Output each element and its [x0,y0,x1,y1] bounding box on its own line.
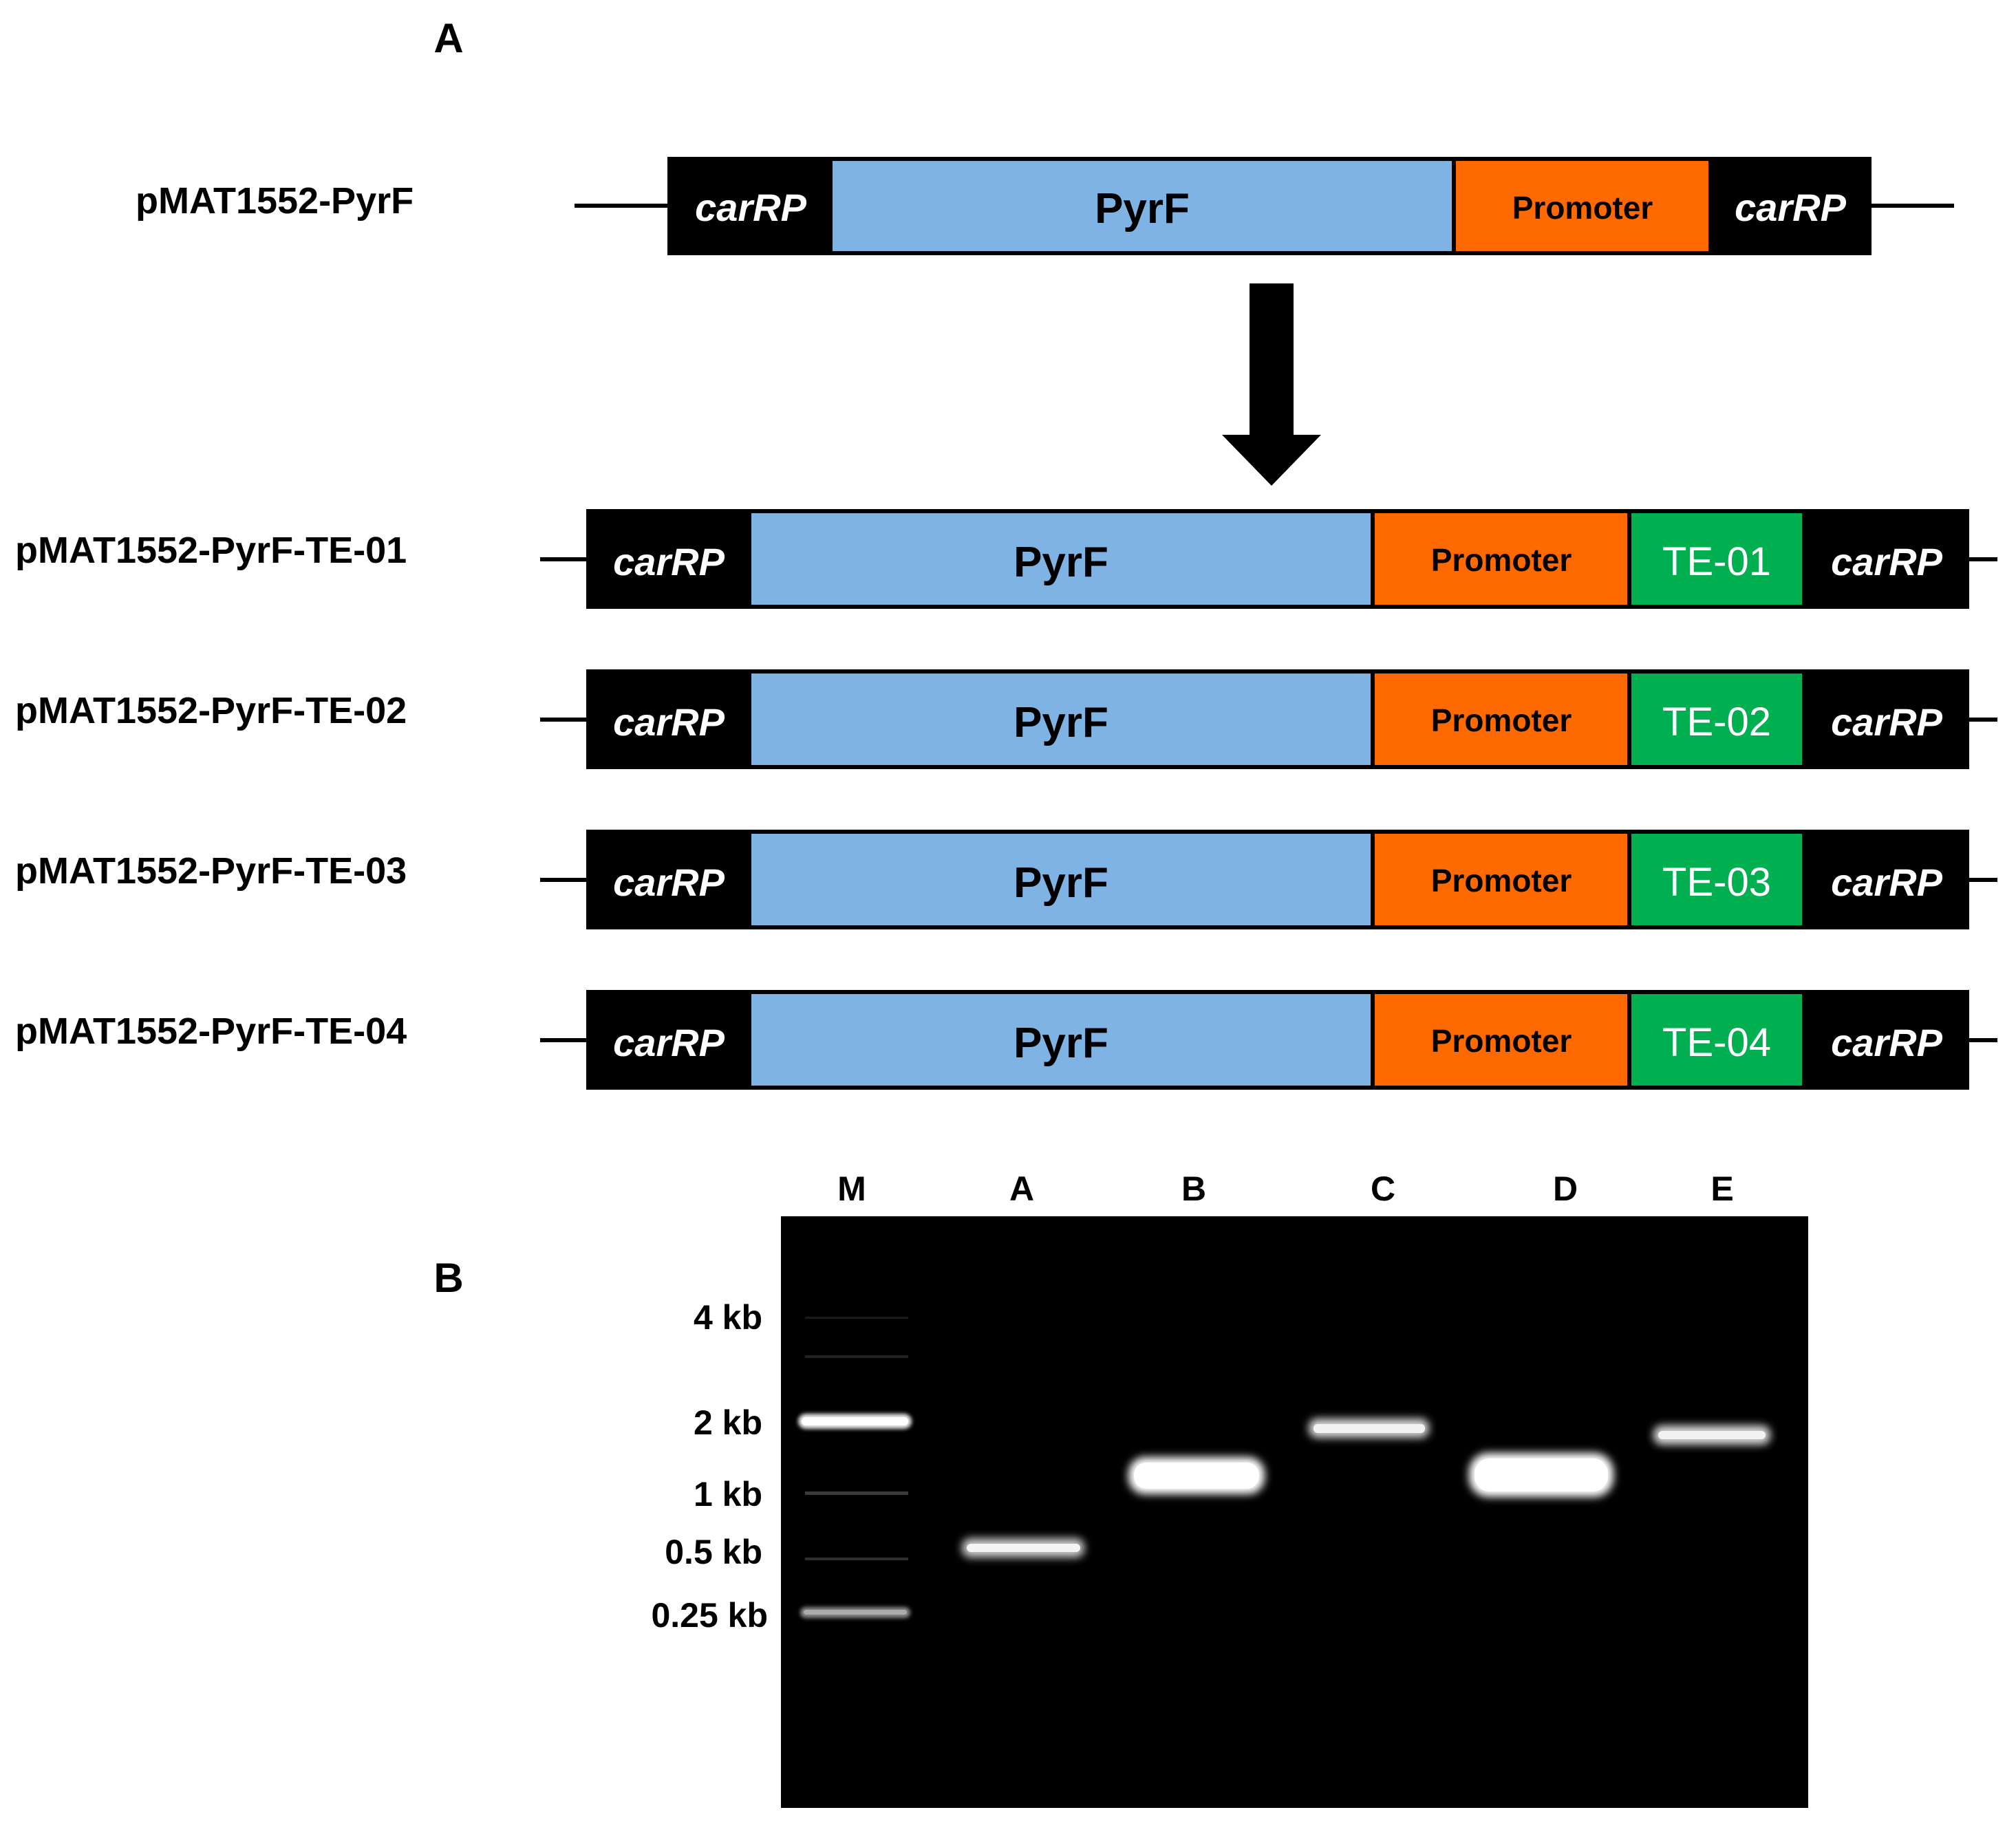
promoter-segment [1375,994,1627,1086]
carrp-left-label: carRP [613,1021,725,1064]
construct-te-02: pMAT1552-PyrF-TE-02 carRP PyrF Promoter … [15,669,1997,769]
lane-label-e: E [1711,1170,1733,1208]
carrp-left-label: carRP [613,700,725,744]
panel-b-label: B [433,1255,463,1301]
pyrf-label: PyrF [1014,859,1108,907]
lane-label-a: A [1009,1170,1034,1208]
size-marker-2kb: 2 kb [694,1403,762,1442]
construct-name: pMAT1552-PyrF-TE-02 [15,690,407,731]
original-construct: pMAT1552-PyrF carRP PyrF Promoter carRP [136,157,1954,255]
gel-image [781,1216,1808,1808]
pyrf-segment [751,994,1371,1086]
gel-background [781,1216,1808,1808]
construct-name: pMAT1552-PyrF-TE-03 [15,850,407,892]
promoter-label: Promoter [1512,190,1653,226]
band-lane-b [1128,1457,1265,1494]
pyrf-label: PyrF [1014,1020,1108,1067]
lane-label-c: C [1371,1170,1395,1208]
carrp-left-segment [672,161,830,251]
construct-te-04: pMAT1552-PyrF-TE-04 carRP PyrF Promoter … [15,990,1997,1090]
promoter-label: Promoter [1431,702,1572,738]
pyrf-segment [751,673,1371,765]
down-arrow-icon [1222,283,1321,486]
size-marker-4kb: 4 kb [694,1298,762,1337]
ladder-lane [798,1317,912,1618]
band-lane-e [1653,1425,1770,1445]
te-label: TE-01 [1662,539,1771,584]
te-label: TE-04 [1662,1020,1771,1065]
promoter-label: Promoter [1431,542,1572,578]
pyrf-segment [751,513,1371,605]
construct-te-01: pMAT1552-PyrF-TE-01 carRP PyrF Promoter … [15,509,1997,609]
carrp-right-label: carRP [1831,540,1943,583]
construct-te-03: pMAT1552-PyrF-TE-03 carRP PyrF Promoter … [15,830,1997,929]
promoter-segment [1375,513,1627,605]
te-segment [1631,673,1802,765]
promoter-segment [1456,161,1708,251]
carrp-left-label: carRP [613,861,725,904]
pyrf-label: PyrF [1095,185,1190,233]
band-lane-a [962,1538,1084,1558]
lane-label-d: D [1553,1170,1578,1208]
size-marker-0-25kb: 0.25 kb [651,1596,768,1635]
carrp-right-label: carRP [1831,700,1943,744]
carrp-right-label: carRP [1831,1021,1943,1064]
construct-name: pMAT1552-PyrF-TE-01 [15,530,407,571]
te-label: TE-02 [1662,700,1771,744]
carrp-right-label: carRP [1735,186,1847,229]
lane-label-b: B [1181,1170,1206,1208]
promoter-label: Promoter [1431,1023,1572,1059]
lane-label-m: M [837,1170,866,1208]
carrp-right-segment [1711,161,1867,251]
pyrf-segment [833,161,1452,251]
size-markers: 4 kb 2 kb 1 kb 0.5 kb 0.25 kb [651,1298,768,1635]
size-marker-0-5kb: 0.5 kb [665,1533,762,1571]
promoter-segment [1375,834,1627,925]
carrp-right-label: carRP [1831,861,1943,904]
te-segment [1631,994,1802,1086]
band-lane-c [1309,1419,1429,1438]
band-lane-d [1469,1453,1613,1497]
construct-name: pMAT1552-PyrF-TE-04 [15,1011,407,1052]
te-segment [1631,513,1802,605]
te-label: TE-03 [1662,860,1771,905]
construct-name: pMAT1552-PyrF [136,180,414,222]
lane-labels: M A B C D E [837,1170,1734,1208]
te-segment [1631,834,1802,925]
promoter-label: Promoter [1431,863,1572,898]
promoter-segment [1375,673,1627,765]
pyrf-label: PyrF [1014,539,1108,586]
carrp-left-label: carRP [613,540,725,583]
pyrf-segment [751,834,1371,925]
pyrf-label: PyrF [1014,699,1108,746]
size-marker-1kb: 1 kb [694,1475,762,1513]
panel-a-label: A [433,15,463,61]
carrp-left-label: carRP [695,186,807,229]
